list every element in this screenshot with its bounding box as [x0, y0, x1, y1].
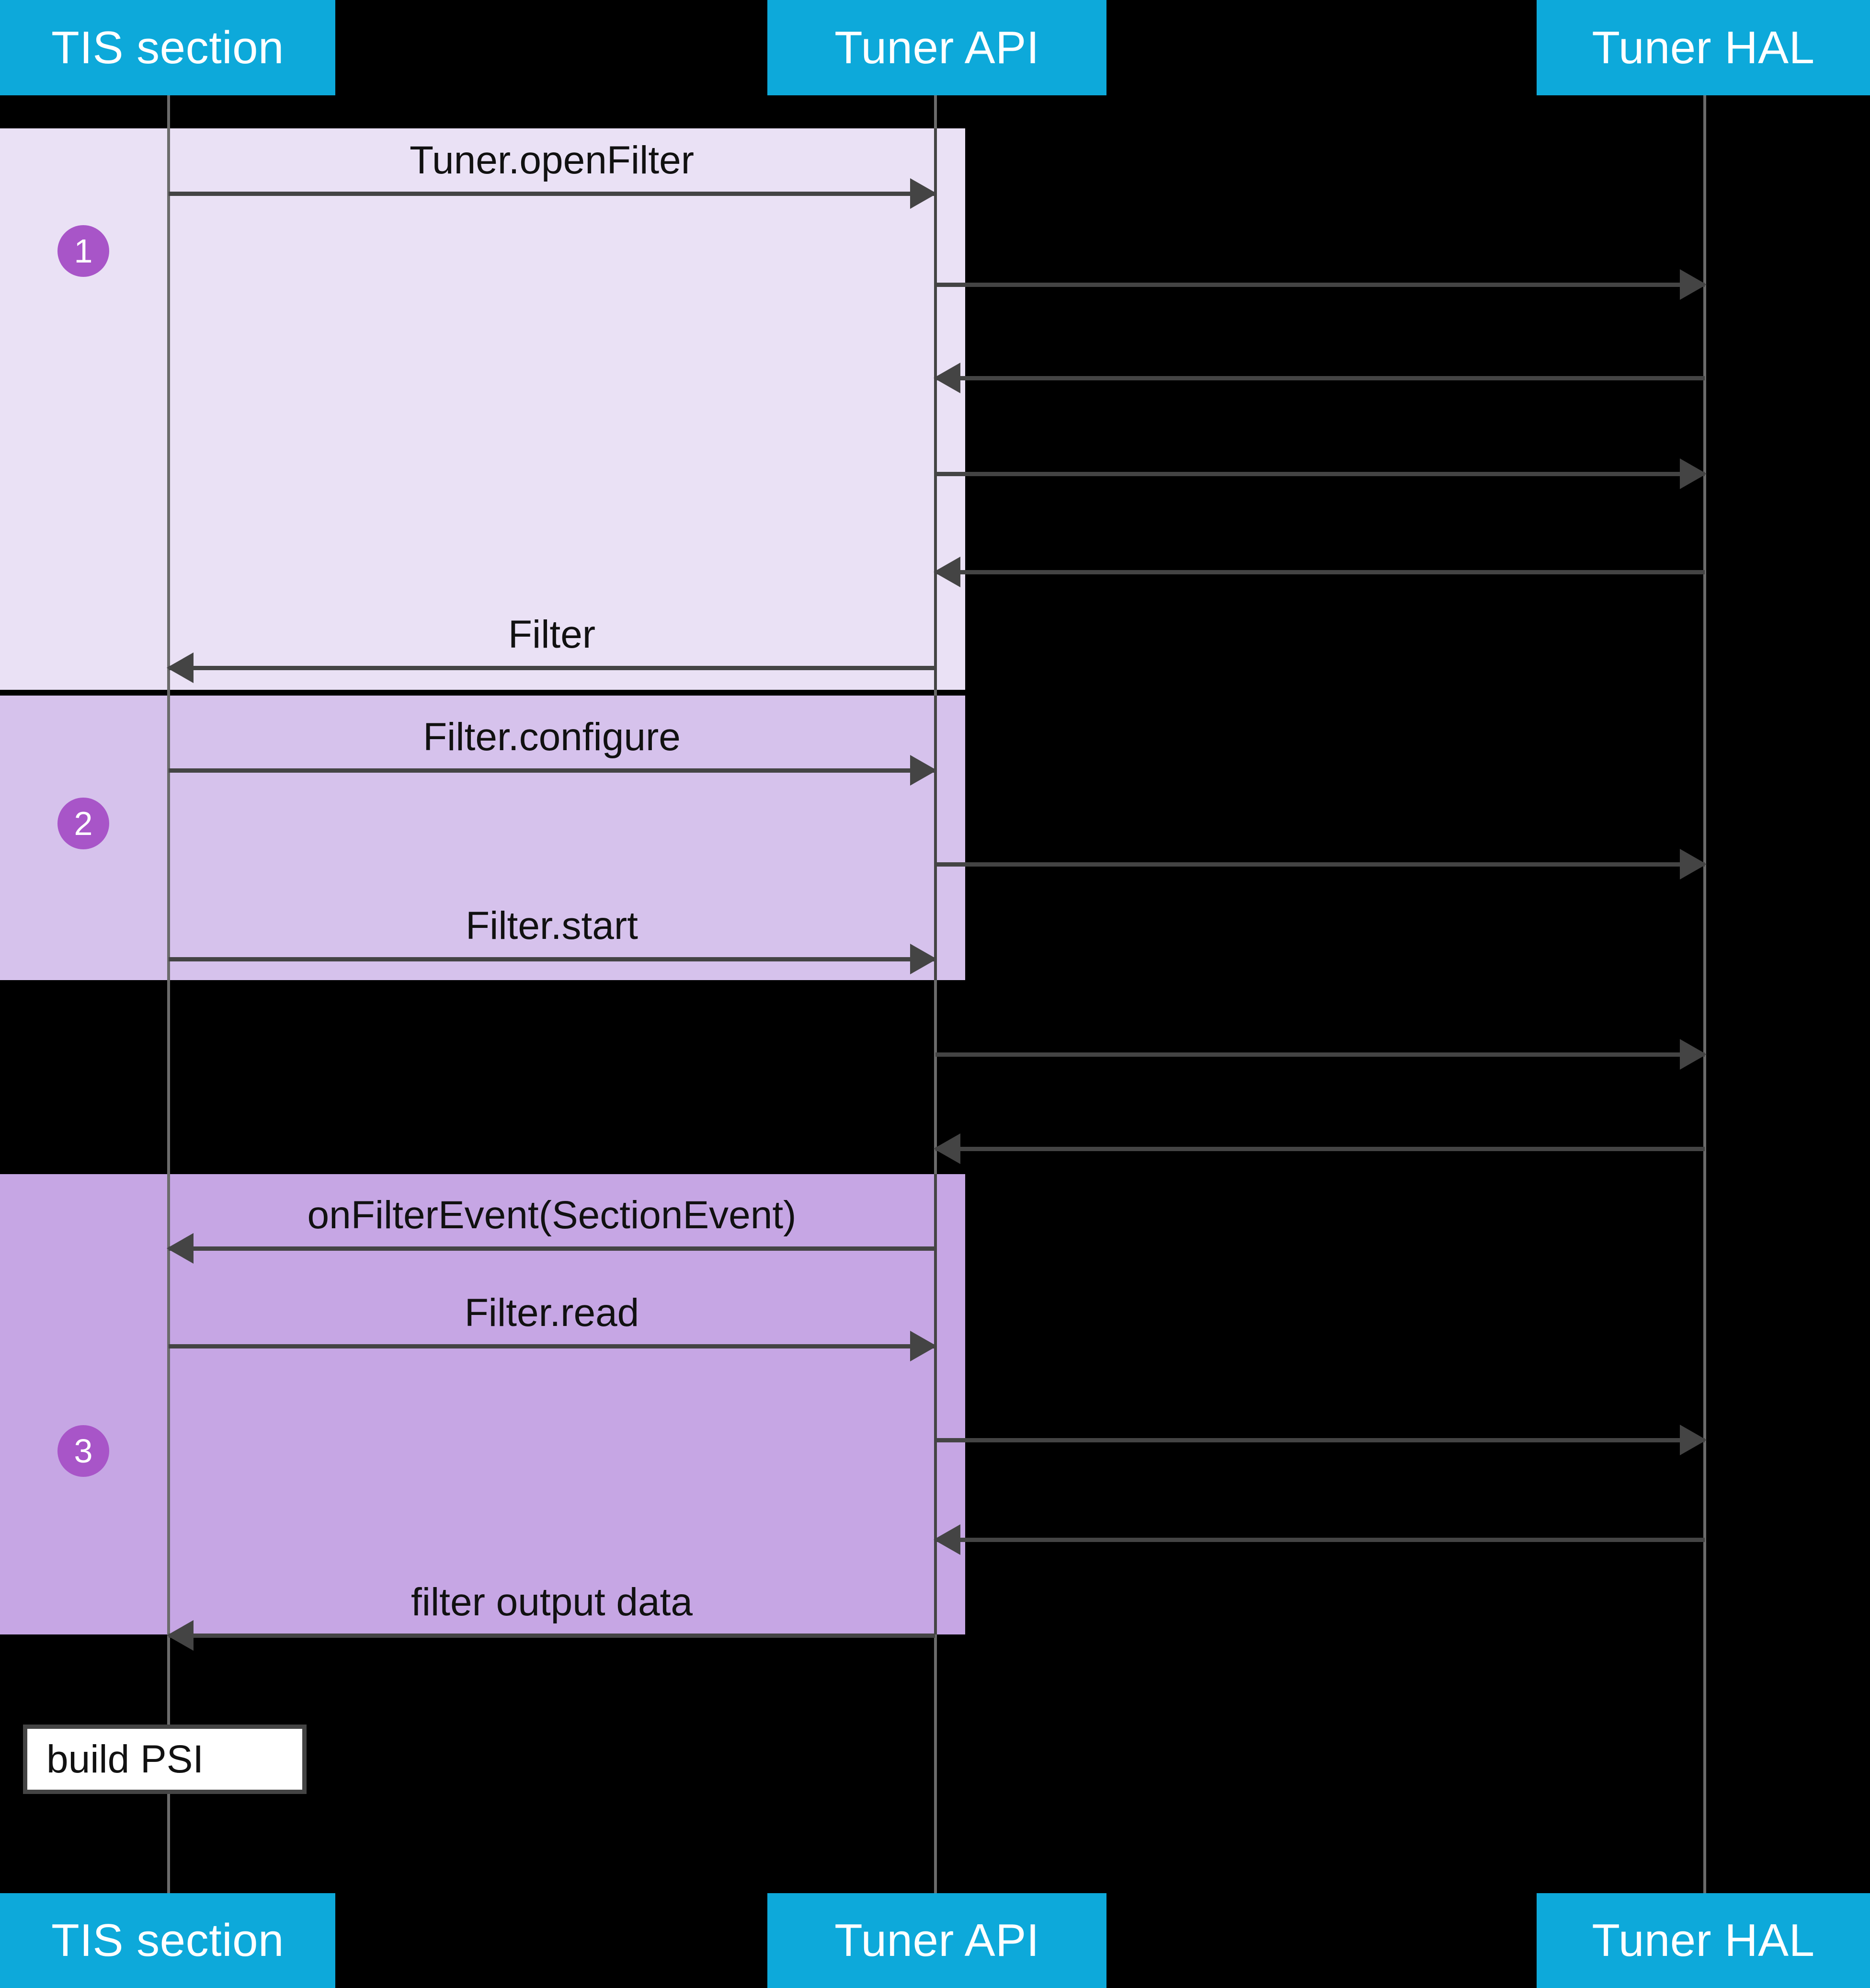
step-badge-2: 2	[57, 798, 109, 849]
message-label: Filter.configure	[423, 715, 681, 759]
participant-label: TIS section	[51, 1915, 284, 1966]
message-line	[935, 1438, 1705, 1442]
participant-label: Tuner HAL	[1592, 22, 1815, 73]
message-line	[935, 1147, 1705, 1151]
lifeline-tuner-api	[934, 95, 937, 1893]
note-build-psi: build PSI	[23, 1725, 307, 1794]
arrowhead-right-icon	[910, 944, 937, 974]
step-band-2	[0, 696, 965, 980]
arrowhead-right-icon	[910, 1331, 937, 1361]
message-label: Filter	[508, 613, 596, 656]
message-line	[169, 666, 935, 670]
participant-label: Tuner HAL	[1592, 1915, 1815, 1966]
participant-header-tuner-api[interactable]: Tuner API	[767, 0, 1106, 95]
participant-footer-tuner-hal[interactable]: Tuner HAL	[1537, 1893, 1870, 1988]
message-line	[169, 192, 935, 196]
step-band-3	[0, 1174, 965, 1634]
participant-header-tis-section[interactable]: TIS section	[0, 0, 335, 95]
activation-bar-step-1	[934, 128, 965, 690]
step-badge-1: 1	[57, 225, 109, 277]
message-line	[169, 957, 935, 961]
arrowhead-left-icon	[167, 652, 194, 683]
activation-bar-step-3	[934, 1174, 965, 1634]
activation-bar-step-2	[934, 696, 965, 980]
arrowhead-right-icon	[910, 755, 937, 786]
message-line	[935, 283, 1705, 287]
lifeline-tis-section	[167, 95, 170, 1893]
arrowhead-right-icon	[1680, 1425, 1707, 1455]
message-line	[169, 1246, 935, 1251]
message-label: filter output data	[410, 1580, 693, 1624]
arrowhead-right-icon	[1680, 1039, 1707, 1070]
step-badge-3-label: 3	[74, 1432, 93, 1470]
arrowhead-right-icon	[1680, 458, 1707, 489]
message-label: Filter.read	[464, 1291, 639, 1335]
message-line	[169, 1344, 935, 1348]
message-line	[169, 1634, 935, 1638]
arrowhead-left-icon	[934, 1133, 960, 1164]
participant-label: Tuner API	[834, 1915, 1039, 1966]
participant-footer-tis-section[interactable]: TIS section	[0, 1893, 335, 1988]
message-line	[935, 472, 1705, 476]
step-badge-3: 3	[57, 1425, 109, 1477]
arrowhead-left-icon	[934, 557, 960, 587]
message-label: Tuner.openFilter	[409, 138, 695, 182]
arrowhead-right-icon	[910, 178, 937, 209]
arrowhead-right-icon	[1680, 849, 1707, 880]
message-line	[935, 1538, 1705, 1542]
arrowhead-left-icon	[934, 363, 960, 393]
arrowhead-right-icon	[1680, 269, 1707, 300]
message-label: onFilterEvent(SectionEvent)	[307, 1193, 797, 1237]
lifeline-tuner-hal	[1703, 95, 1706, 1893]
participant-label: Tuner API	[834, 22, 1039, 73]
message-line	[935, 570, 1705, 574]
arrowhead-left-icon	[167, 1620, 194, 1651]
step-badge-2-label: 2	[74, 805, 93, 842]
note-label: build PSI	[46, 1737, 204, 1781]
message-line	[935, 376, 1705, 380]
participant-label: TIS section	[51, 22, 284, 73]
step-band-1	[0, 128, 965, 690]
message-line	[169, 768, 935, 773]
participant-header-tuner-hal[interactable]: Tuner HAL	[1537, 0, 1870, 95]
message-line	[935, 1052, 1705, 1057]
participant-footer-tuner-api[interactable]: Tuner API	[767, 1893, 1106, 1988]
arrowhead-left-icon	[167, 1233, 194, 1264]
arrowhead-left-icon	[934, 1524, 960, 1555]
message-label: Filter.start	[466, 904, 638, 948]
message-line	[935, 862, 1705, 867]
step-badge-1-label: 1	[74, 232, 93, 270]
